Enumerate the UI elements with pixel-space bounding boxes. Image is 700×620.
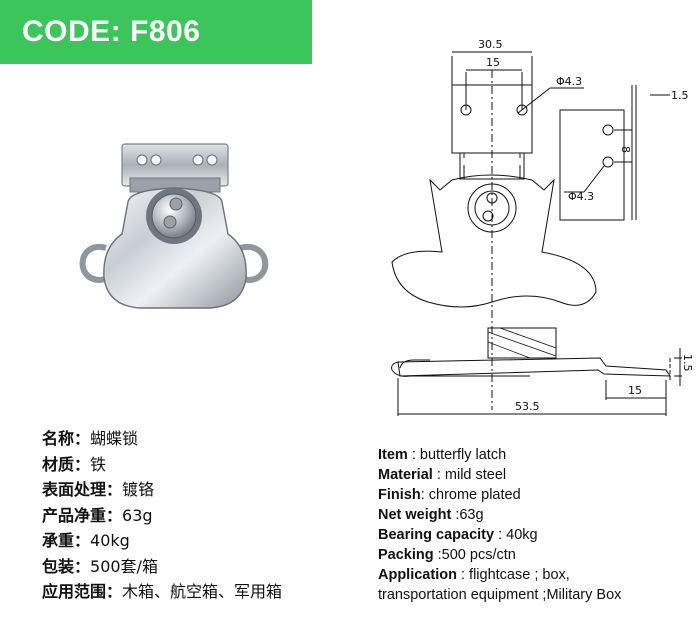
dim-total-width: 30.5 bbox=[478, 38, 503, 51]
product-photo bbox=[79, 143, 269, 309]
spec-row-en: Bearing capacity : 40kg bbox=[378, 527, 538, 543]
specs-chinese: 名称：蝴蝶锁 材质：铁 表面处理：镀铬 产品净重：63g 承重：40kg 包装：… bbox=[42, 426, 282, 605]
dim-hole-spacing: 15 bbox=[486, 56, 500, 69]
dim-profile-height: 1.5 bbox=[681, 354, 694, 372]
dim-tail-length: 15 bbox=[628, 384, 642, 397]
dim-total-length: 53.5 bbox=[515, 400, 540, 413]
product-code: CODE: F806 bbox=[22, 15, 201, 48]
specs-english: Item : butterfly latch Material : mild s… bbox=[378, 445, 621, 605]
dim-hole-diameter-side: Φ4.3 bbox=[568, 190, 594, 203]
product-code-banner: CODE: F806 bbox=[0, 0, 312, 64]
spec-row-cn: 承重：40kg bbox=[42, 531, 130, 550]
dim-hole-diameter-top: Φ4.3 bbox=[556, 75, 582, 88]
spec-row-en: Application : flightcase ; box, bbox=[378, 567, 570, 583]
spec-row-en: Item : butterfly latch bbox=[378, 447, 507, 463]
spec-row-cn: 产品净重：63g bbox=[42, 505, 153, 525]
spec-row-en: Packing :500 pcs/ctn bbox=[378, 547, 516, 563]
spec-row-en: Finish: chrome plated bbox=[378, 487, 521, 503]
spec-row-cn: 名称：蝴蝶锁 bbox=[42, 429, 139, 448]
spec-row-cn: 包装：500套/箱 bbox=[42, 556, 158, 576]
spec-row-en: Material : mild steel bbox=[378, 467, 507, 483]
spec-row-cn: 材质：铁 bbox=[42, 454, 107, 474]
spec-row-en: Net weight :63g bbox=[378, 507, 484, 523]
spec-row-cn: 应用范围：木箱、航空箱、军用箱 bbox=[42, 582, 283, 601]
spec-row-en: transportation equipment ;Military Box bbox=[378, 587, 622, 603]
dim-hole-pitch: 8 bbox=[619, 146, 632, 153]
dim-plate-thickness: 1.5 bbox=[671, 89, 689, 102]
technical-drawing: 30.5 15 Φ4.3 1.5 8 Φ4.3 1.5 53.5 15 bbox=[391, 38, 694, 416]
spec-row-cn: 表面处理：镀铬 bbox=[42, 480, 155, 499]
